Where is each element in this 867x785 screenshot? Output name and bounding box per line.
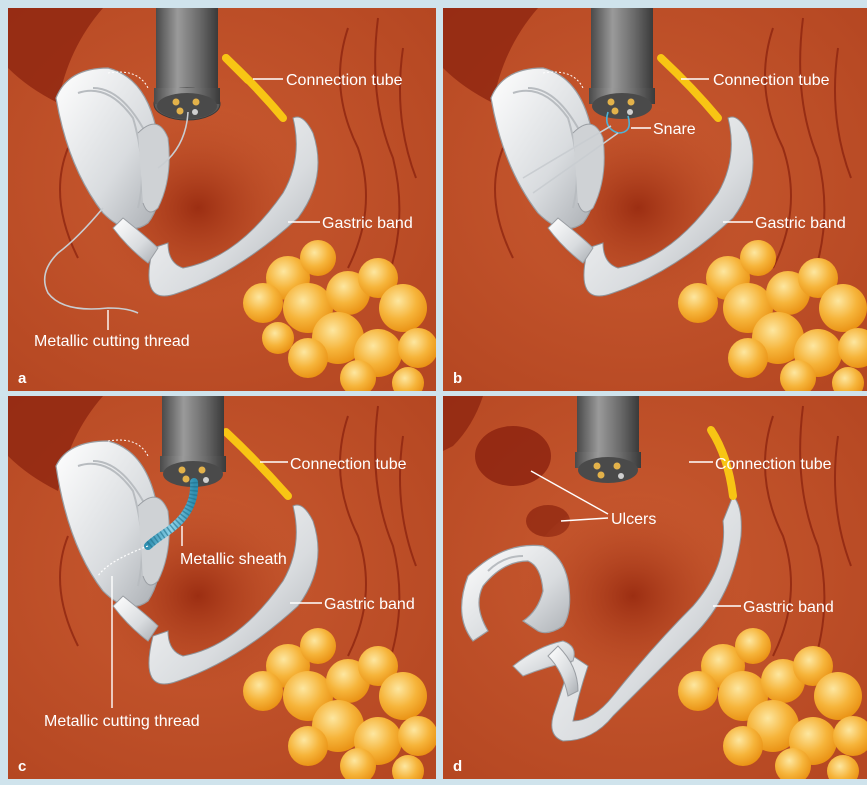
label-metallic-sheath: Metallic sheath xyxy=(180,551,287,568)
panel-a: Connection tube Gastric band Metallic cu… xyxy=(8,8,436,391)
label-connection-tube: Connection tube xyxy=(715,456,832,473)
panel-letter-c: c xyxy=(18,758,26,775)
label-gastric-band: Gastric band xyxy=(322,215,413,232)
panel-d: Connection tube Ulcers Gastric band d xyxy=(443,396,867,779)
panel-c-illustration: Connection tube Metallic sheath Gastric … xyxy=(8,396,436,779)
panel-a-illustration: Connection tube Gastric band Metallic cu… xyxy=(8,8,436,391)
label-connection-tube: Connection tube xyxy=(713,72,830,89)
endoscope xyxy=(577,396,639,454)
panel-letter-d: d xyxy=(453,758,462,775)
label-gastric-band: Gastric band xyxy=(743,599,834,616)
label-gastric-band: Gastric band xyxy=(755,215,846,232)
label-gastric-band: Gastric band xyxy=(324,596,415,613)
label-ulcers: Ulcers xyxy=(611,511,656,528)
panel-letter-b: b xyxy=(453,370,462,387)
endoscope xyxy=(162,396,224,458)
panel-letter-a: a xyxy=(18,370,27,387)
label-connection-tube: Connection tube xyxy=(290,456,407,473)
panel-b-illustration: Connection tube Snare Gastric band b xyxy=(443,8,867,391)
label-snare: Snare xyxy=(653,121,696,138)
label-metallic-cutting-thread: Metallic cutting thread xyxy=(44,713,200,730)
panel-b: Connection tube Snare Gastric band b xyxy=(443,8,867,391)
label-metallic-cutting-thread: Metallic cutting thread xyxy=(34,333,190,350)
label-connection-tube: Connection tube xyxy=(286,72,403,89)
ulcer-1 xyxy=(475,426,551,486)
panel-c: Connection tube Metallic sheath Gastric … xyxy=(8,396,436,779)
endoscope xyxy=(591,8,653,90)
endoscope xyxy=(156,8,218,90)
panel-d-illustration: Connection tube Ulcers Gastric band d xyxy=(443,396,867,779)
